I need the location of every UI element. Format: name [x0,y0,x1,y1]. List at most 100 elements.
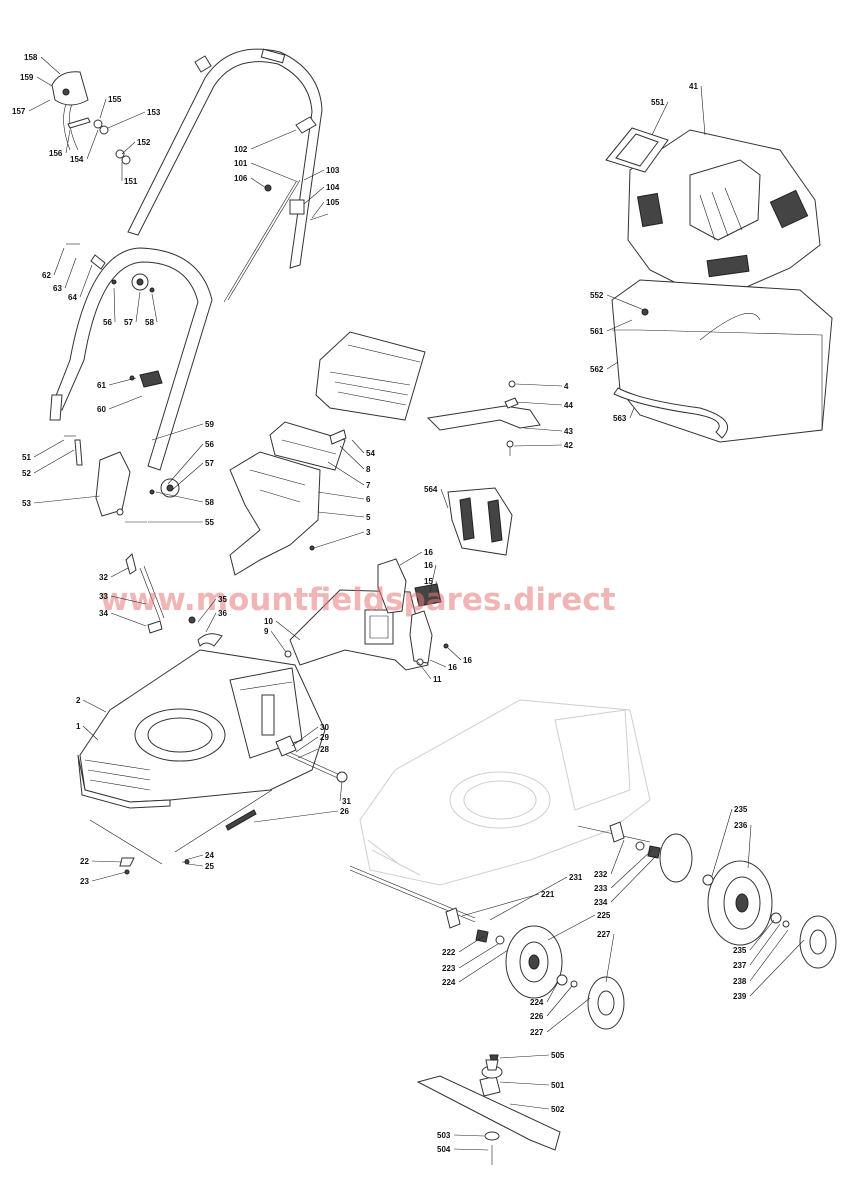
leader-line [167,443,204,485]
part-number-label: 55 [205,518,214,527]
part-number-label: 59 [205,420,214,429]
part-number-label: 563 [613,414,627,423]
grass-bag-frame [611,279,833,443]
part-number-label: 103 [326,166,340,175]
part-number-label: 64 [68,293,77,302]
leader-line [250,129,297,150]
part-number-label: 106 [234,174,248,183]
leader-line [110,595,147,605]
leader-line [606,294,645,311]
leader-line [546,997,591,1033]
leader-line [151,423,204,441]
part-number-label: 63 [53,284,62,293]
part-number-label: 32 [99,573,108,582]
leader-line [499,1081,550,1086]
lower-handle [49,247,213,471]
part-number-label: 16 [463,656,472,665]
part-number-label: 152 [137,138,151,147]
leader-line [399,551,423,566]
part-number-label: 35 [218,595,227,604]
leader-line [295,736,319,753]
part-number-label: 501 [551,1081,565,1090]
part-number-label: 223 [442,964,456,973]
part-number-label: 7 [366,481,371,490]
part-number-label: 231 [569,873,583,882]
leader-line [317,511,365,518]
part-number-label: 155 [108,95,122,104]
leader-line [435,580,441,601]
leader-line [749,919,775,951]
leader-line [82,699,107,713]
part-number-label: 232 [594,870,608,879]
part-number-label: 561 [590,327,604,336]
leader-line [275,620,301,641]
part-number-label: 22 [80,857,89,866]
leader-line [205,612,217,633]
leader-line [82,725,99,741]
leader-line [303,186,325,205]
part-number-label: 36 [218,609,227,618]
chute-bracket [447,487,513,556]
part-number-label: 30 [320,723,329,732]
bag-handle-cover [605,127,669,173]
leader-line [429,564,437,593]
deck-reference-ghost [359,699,651,886]
part-number-label: 34 [99,609,108,618]
part-number-label: 104 [326,183,340,192]
leader-line [606,319,633,332]
part-number-label: 28 [320,745,329,754]
leader-line [651,101,669,136]
leader-line [339,781,343,802]
part-number-label: 2 [76,696,81,705]
leader-line [197,598,217,623]
leader-line [749,939,805,997]
part-number-label: 43 [564,427,573,436]
part-number-label: 54 [366,449,375,458]
spring-rod [174,789,273,853]
leader-line [250,177,267,189]
leader-line [253,810,339,823]
upper-handle [127,48,323,269]
part-number-label: 56 [103,318,112,327]
part-number-label: 16 [448,663,457,672]
part-number-label: 551 [651,98,665,107]
part-number-label: 24 [205,851,214,860]
rear-wheel [659,833,837,969]
part-number-label: 62 [42,271,51,280]
leader-line [86,129,99,160]
part-number-label: 157 [12,107,26,116]
leader-line [317,491,365,500]
part-number-label: 105 [326,198,340,207]
leader-line [155,491,204,503]
leader-line [606,361,619,370]
leader-line [461,893,540,917]
leader-line [749,923,781,966]
leader-line [297,748,319,759]
leader-line [64,257,77,289]
part-number-label: 8 [366,465,371,474]
leader-line [121,141,136,155]
leader-line [303,169,325,181]
part-number-label: 503 [437,1131,451,1140]
part-number-label: 3 [366,528,371,537]
leader-line [489,876,568,921]
front-axle [89,735,348,875]
part-number-label: 16 [424,561,433,570]
leader-line [311,201,325,219]
leader-line [53,247,65,276]
part-number-label: 227 [530,1028,544,1037]
leader-line [453,1134,485,1137]
height-adjust-lever [125,553,223,647]
part-number-label: 236 [734,821,748,830]
part-number-label: 239 [733,992,747,1001]
part-number-label: 57 [124,318,133,327]
leader-line [187,863,204,867]
part-number-label: 235 [734,805,748,814]
leader-line [327,461,365,486]
part-number-label: 154 [70,155,84,164]
leader-line [108,395,143,410]
part-number-label: 237 [733,961,747,970]
part-number-label: 11 [433,675,442,684]
